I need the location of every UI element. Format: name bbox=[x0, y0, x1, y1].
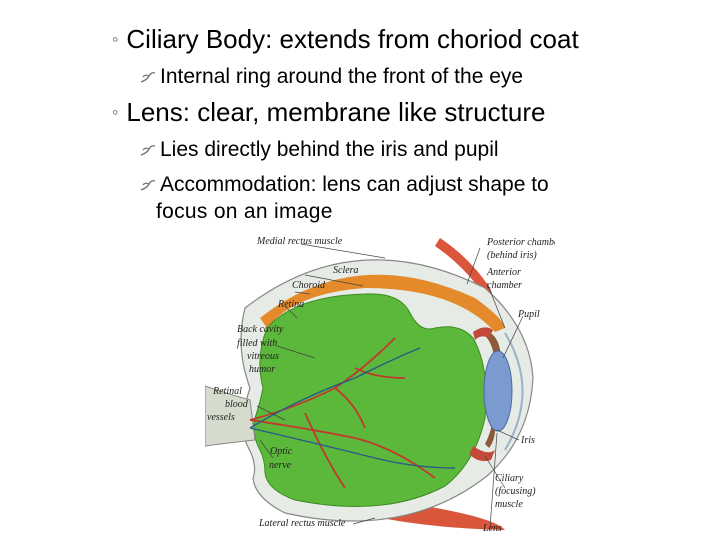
sub-bullet: Lies directly behind the iris and pupil bbox=[140, 137, 499, 163]
choroid bbox=[260, 274, 505, 332]
optic-nerve bbox=[205, 385, 256, 447]
bullet-ciliary-body: ◦ Ciliary Body: extends from choriod coat bbox=[112, 24, 579, 57]
ciliary-muscle bbox=[469, 446, 495, 462]
sub-bullet-text: Accommodation: lens can adjust shape to bbox=[160, 173, 549, 196]
label-ciliary-muscle-3: muscle bbox=[495, 499, 523, 510]
sub-bullet: Internal ring around the front of the ey… bbox=[140, 64, 523, 90]
curl-bullet-icon bbox=[140, 137, 160, 163]
label-iris: Iris bbox=[520, 435, 535, 446]
label-retinal-vessels-2: blood bbox=[225, 399, 249, 410]
label-pupil: Pupil bbox=[517, 309, 540, 320]
label-ciliary-muscle: Ciliary bbox=[495, 473, 524, 484]
label-anterior-chamber-2: chamber bbox=[487, 280, 522, 291]
label-posterior-chamber-2: (behind iris) bbox=[487, 250, 537, 261]
curl-bullet-icon bbox=[140, 64, 160, 90]
eye-anatomy-diagram: Medial rectus muscle Sclera Choroid Reti… bbox=[205, 236, 555, 534]
label-lateral-rectus: Lateral rectus muscle bbox=[258, 518, 346, 529]
label-posterior-chamber: Posterior chamber bbox=[486, 237, 555, 248]
bullet-lens: ◦ Lens: clear, membrane like structure bbox=[112, 97, 545, 130]
retinal-blood-vessels bbox=[249, 337, 436, 489]
bullet-text: Ciliary Body: extends from choriod coat bbox=[126, 24, 579, 54]
curl-bullet-icon bbox=[140, 172, 160, 198]
label-choroid: Choroid bbox=[292, 280, 326, 291]
label-medial-rectus: Medial rectus muscle bbox=[256, 236, 343, 247]
label-sclera: Sclera bbox=[333, 265, 359, 276]
label-optic-nerve-2: nerve bbox=[269, 460, 292, 471]
ring-bullet-icon: ◦ bbox=[112, 102, 119, 122]
label-back-cavity-4: humor bbox=[249, 364, 275, 375]
label-optic-nerve: Optic bbox=[270, 446, 293, 457]
label-anterior-chamber: Anterior bbox=[486, 267, 521, 278]
sub-bullet-text: Lies directly behind the iris and pupil bbox=[160, 138, 499, 161]
label-retinal-vessels: Retinal bbox=[212, 386, 242, 397]
label-back-cavity: Back cavity bbox=[237, 324, 284, 335]
label-retinal-vessels-3: vessels bbox=[207, 412, 235, 423]
sub-bullet-text: Internal ring around the front of the ey… bbox=[160, 65, 524, 88]
label-retina: Retina bbox=[277, 299, 304, 310]
lens bbox=[483, 350, 513, 432]
ring-bullet-icon: ◦ bbox=[112, 29, 119, 49]
vitreous-humor bbox=[253, 293, 487, 507]
bullet-text: Lens: clear, membrane like structure bbox=[126, 97, 546, 127]
sub-bullet-continuation: focus on an image bbox=[156, 200, 333, 223]
label-lens: Lens bbox=[482, 523, 502, 534]
label-back-cavity-3: vitreous bbox=[247, 351, 279, 362]
label-ciliary-muscle-2: (focusing) bbox=[495, 486, 536, 497]
sub-bullet: Accommodation: lens can adjust shape to bbox=[140, 172, 549, 198]
label-back-cavity-2: filled with bbox=[237, 338, 277, 349]
